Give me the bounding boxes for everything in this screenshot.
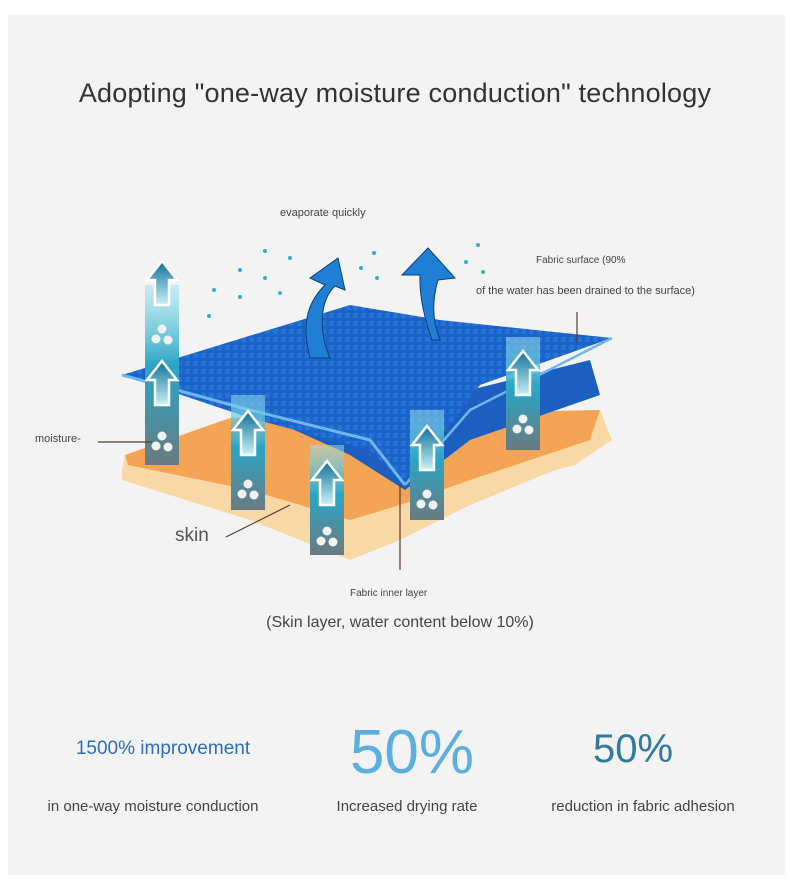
moisture-label: moisture- xyxy=(35,433,81,445)
stat-caption-drying-rate: Increased drying rate xyxy=(336,798,478,815)
evaporation-arrows xyxy=(305,247,457,359)
leader-lines xyxy=(98,312,578,570)
stat-caption-improvement: in one-way moisture conduction xyxy=(47,798,259,815)
fabric-surface-label-line2: of the water has been drained to the sur… xyxy=(476,285,695,297)
skin-layer-note: (Skin layer, water content below 10%) xyxy=(266,614,534,631)
stat-value-improvement: 1500% improvement xyxy=(75,738,251,759)
water-droplets xyxy=(207,243,485,318)
fabric-surface-label-line1: Fabric surface (90% xyxy=(536,255,626,266)
stat-caption-adhesion: reduction in fabric adhesion xyxy=(551,798,735,815)
stat-value-adhesion: 50% xyxy=(592,727,674,771)
inner-layer-label: Fabric inner layer xyxy=(350,588,428,599)
page-title: Adopting "one-way moisture conduction" t… xyxy=(78,78,712,108)
moisture-columns xyxy=(145,259,540,555)
skin-label: skin xyxy=(175,525,209,546)
evaporate-label: evaporate quickly xyxy=(280,207,366,219)
stat-value-drying-rate: 50% xyxy=(349,718,475,787)
